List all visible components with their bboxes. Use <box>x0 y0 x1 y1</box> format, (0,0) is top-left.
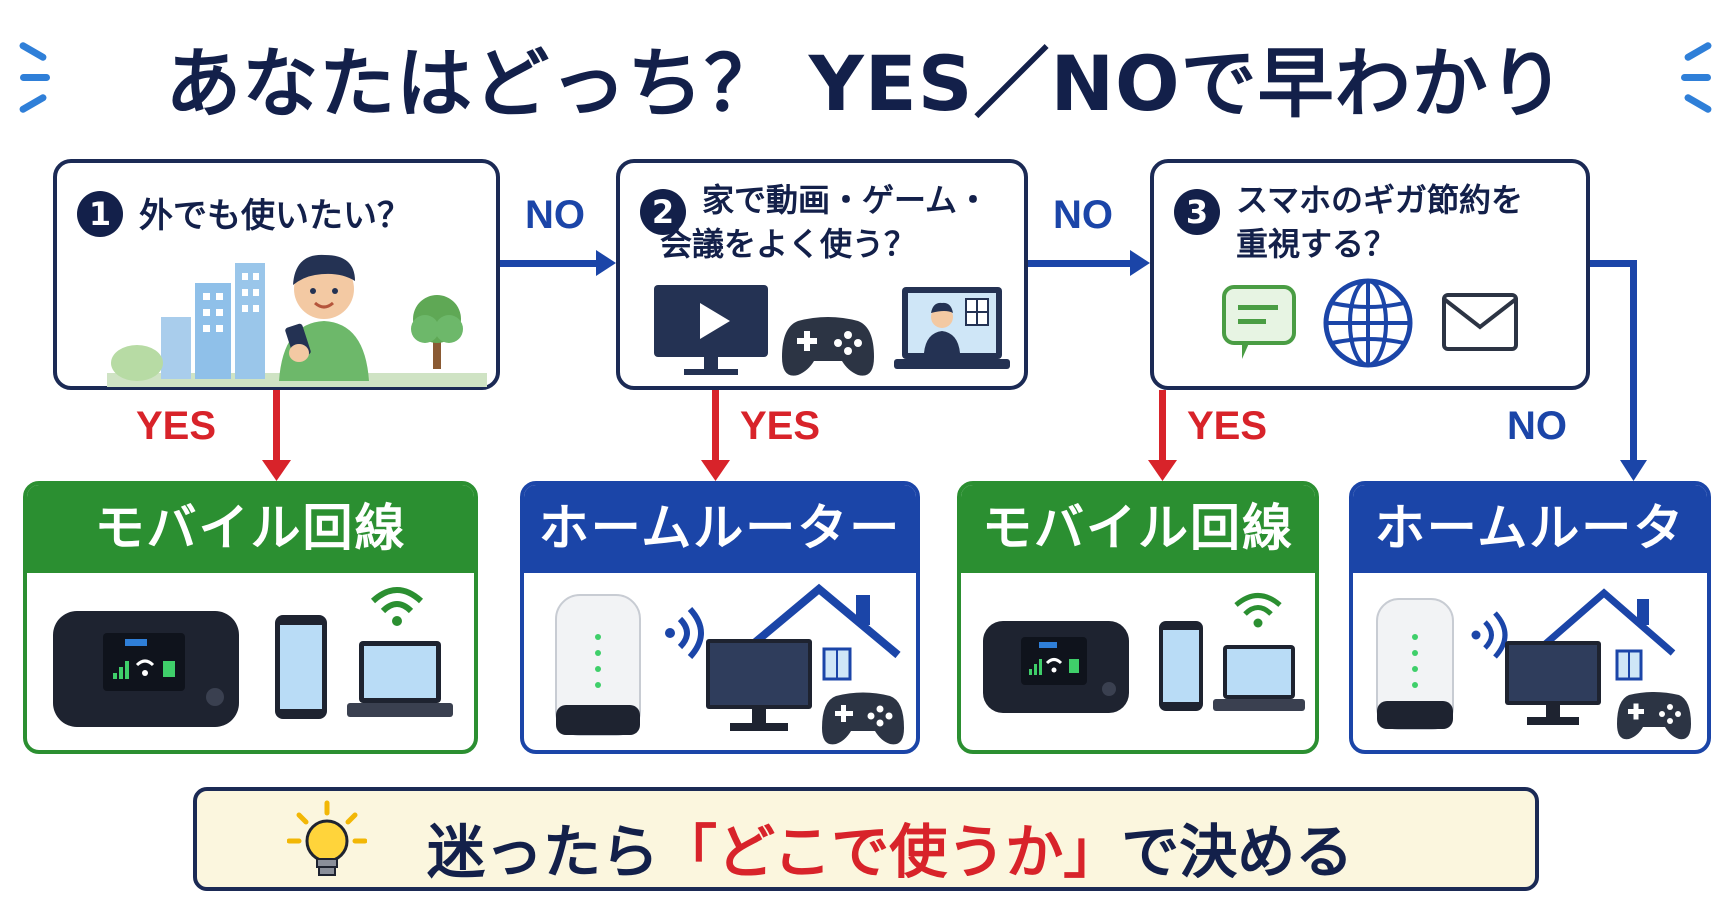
result-card-mobile-1: モバイル回線 <box>23 481 478 754</box>
home-router-icon <box>1376 598 1454 730</box>
question-text-1: 外でも使いたい？ <box>139 196 411 236</box>
question-text-3-line2: 重視する？ <box>1236 225 1397 263</box>
no-label-2: NO <box>1053 193 1113 237</box>
house-icon <box>1532 588 1676 656</box>
monitor-icon <box>1505 641 1601 725</box>
smartphone-icon <box>1159 621 1203 711</box>
result-card-home-2: ホームルーター <box>1349 481 1711 754</box>
yes-arrow-3 <box>1148 390 1177 481</box>
bottom-message-highlight: 「どこで使うか」 <box>659 818 1122 886</box>
title-accent-right-mid <box>1681 74 1711 81</box>
wifi-icon <box>370 587 424 626</box>
yes-arrow-2 <box>701 390 730 481</box>
question-number-2: 2 <box>640 189 686 235</box>
window-icon <box>1615 649 1643 681</box>
page-title: あなたはどっち？ YES／NOで早わかり <box>165 39 1566 128</box>
home-router-icon <box>555 594 641 736</box>
mail-icon <box>1442 293 1518 351</box>
no-arrow-2 <box>1028 250 1150 276</box>
title-accent-left-mid <box>20 74 50 81</box>
bottom-message-prefix: 迷ったら <box>427 818 660 886</box>
building-icon <box>107 263 487 387</box>
result-title-2: ホームルーター <box>524 485 916 573</box>
monitor-icon <box>706 639 812 731</box>
result-card-home-1: ホームルーター <box>520 481 920 754</box>
yes-label-2: YES <box>740 404 821 448</box>
yes-label-3: YES <box>1187 404 1268 448</box>
chat-icon <box>1222 285 1296 359</box>
result-title-3: モバイル回線 <box>961 485 1315 573</box>
wifi-icon <box>1471 611 1508 659</box>
question-box-1: 1 外でも使いたい？ <box>53 159 500 390</box>
no-arrow-3 <box>1590 260 1647 481</box>
question-text-3-line1: スマホのギガ節約を <box>1236 181 1524 219</box>
no-label-1: NO <box>525 193 585 237</box>
tree-icon <box>411 295 463 369</box>
question-box-2: 2 家で動画・ゲーム・ 会議をよく使う？ <box>616 159 1028 390</box>
tv-play-icon <box>654 285 768 375</box>
laptop-icon <box>1213 645 1305 711</box>
bottom-message-suffix: で決める <box>1121 818 1354 886</box>
question-text-2-line2: 会議をよく使う？ <box>660 225 917 263</box>
window-icon <box>822 647 852 681</box>
gamepad-icon <box>782 317 874 376</box>
question-number-1: 1 <box>77 191 123 237</box>
question-text-2-line1: 家で動画・ゲーム・ <box>702 181 990 219</box>
yes-label-1: YES <box>136 404 217 448</box>
result-title-1: モバイル回線 <box>27 485 474 573</box>
bottom-message: 迷ったら「どこで使うか」で決める <box>427 805 1353 889</box>
result-card-mobile-2: モバイル回線 <box>957 481 1319 754</box>
wifi-icon <box>1234 593 1282 628</box>
question-box-3: 3 スマホのギガ節約を 重視する？ <box>1150 159 1590 390</box>
no-arrow-1 <box>500 250 616 276</box>
gamepad-icon <box>1617 692 1691 740</box>
bottom-note: 迷ったら「どこで使うか」で決める <box>193 787 1539 891</box>
gamepad-icon <box>822 692 904 745</box>
question-number-3: 3 <box>1174 189 1220 235</box>
wifi-icon <box>665 606 704 659</box>
person-phone-icon <box>279 254 369 381</box>
yes-arrow-1 <box>262 390 291 481</box>
house-icon <box>737 583 901 659</box>
mobile-router-icon <box>983 621 1129 713</box>
laptop-icon <box>347 641 453 717</box>
video-call-icon <box>894 287 1010 369</box>
globe-icon <box>1323 278 1413 368</box>
no-label-3: NO <box>1507 404 1567 448</box>
smartphone-icon <box>275 615 327 719</box>
lightbulb-icon <box>287 800 367 876</box>
result-title-4: ホームルーター <box>1353 485 1707 643</box>
mobile-router-icon <box>53 611 239 727</box>
